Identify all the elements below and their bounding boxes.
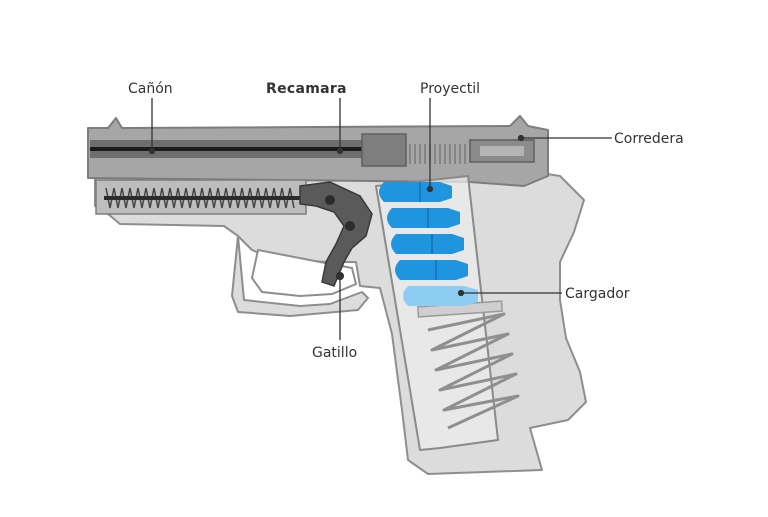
leader-lines [148,98,612,340]
bullet-3 [391,234,464,254]
bullet-1 [379,182,452,202]
guide-rod [104,196,304,200]
label-proyectil: Proyectil [420,81,481,97]
bullet-2 [387,208,460,228]
label-gatillo: Gatillo [312,345,358,361]
trigger-bar [299,181,373,287]
firing-pin [480,146,524,156]
bullet-5 [403,286,478,306]
label-canon: Cañón [128,81,173,97]
pin-1 [325,195,335,205]
barrel-bore [90,147,366,151]
label-corredera: Corredera [614,131,684,147]
pin-2 [345,221,355,231]
bullet-4 [395,260,468,280]
magazine-spring [427,312,520,430]
label-cargador: Cargador [565,286,630,302]
chamber-block [361,133,407,167]
label-recamara: Recamara [266,81,347,97]
